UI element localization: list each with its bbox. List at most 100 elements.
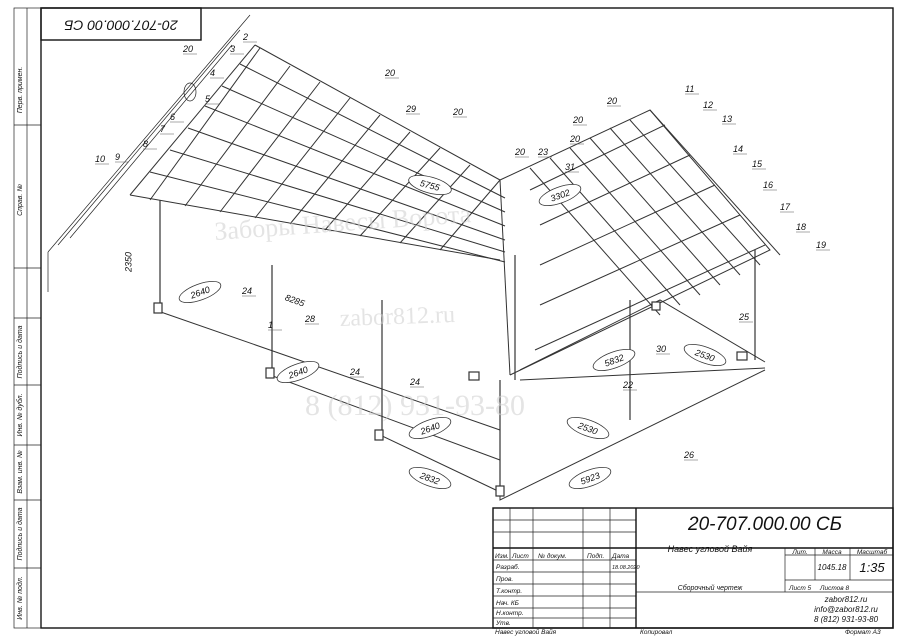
left-strip: Перв. примен. Справ. № Подпись и дата Ин…: [13, 7, 42, 629]
part-number-17: 17: [780, 202, 791, 212]
row-nkontr: Н.контр.: [496, 610, 524, 617]
part-number-7: 7: [160, 124, 166, 134]
drawing-frame: [40, 7, 894, 629]
left-purlins: [149, 63, 506, 263]
part-number-23: 23: [537, 147, 548, 157]
part-number-19: 19: [816, 240, 826, 250]
gable-rafter-left: [129, 44, 256, 196]
part-number-28: 28: [304, 314, 315, 324]
dimension-bubble: [683, 343, 727, 367]
bottom-strip: Навес угловой Вайя Копировал Формат А3: [495, 628, 881, 636]
col-data: Дата: [611, 553, 630, 560]
row-tkontr: Т.контр.: [496, 588, 522, 595]
part-number-20: 20: [569, 134, 580, 144]
strip-vzam-inv: Взам. инв. №: [17, 450, 24, 494]
contact-site: zabor812.ru: [824, 595, 868, 604]
col-podp: Подп.: [587, 552, 604, 560]
part-number-11: 11: [685, 84, 694, 94]
part-number-12: 12: [703, 100, 713, 110]
strip-inv-dubl: Инв. № дубл.: [16, 393, 24, 436]
eave-left-front: [129, 194, 501, 261]
part-number-20: 20: [514, 147, 525, 157]
gable-vent: [183, 82, 197, 102]
sheets-label: Листов 8: [819, 585, 849, 592]
right-purlins: [529, 109, 781, 316]
dimension-3: 2640: [178, 280, 222, 304]
contact-phone: 8 (812) 931-93-80: [814, 615, 879, 624]
dimension-value: 8285: [284, 292, 307, 309]
part-number-18: 18: [796, 222, 806, 232]
valley-beam: [499, 179, 511, 376]
ridge-left: [254, 44, 501, 181]
part-number-20: 20: [182, 44, 193, 54]
part-number-20: 20: [572, 115, 583, 125]
row-utv: Утв.: [495, 620, 511, 627]
dimension-9: 2530: [683, 343, 727, 367]
part-number-3: 3: [230, 44, 235, 54]
part-number-4: 4: [210, 68, 215, 78]
dimension-bubble: [408, 175, 452, 195]
dimension-1: 5755: [408, 175, 452, 195]
dimension-value: 2350: [124, 252, 134, 273]
massa-label: Масса: [822, 549, 842, 556]
massa-value: 1045.18: [818, 563, 847, 572]
dimension-10: 2530: [566, 416, 610, 440]
title-block: 20-707.000.00 СБ Навес угловой Вайя Сбор…: [492, 507, 894, 629]
part-number-30: 30: [656, 344, 666, 354]
strip-perv-primen: Перв. примен.: [17, 67, 24, 114]
col-izm: Изм.: [495, 553, 509, 560]
scale-value: 1:35: [859, 560, 885, 575]
bottom-product-name: Навес угловой Вайя: [495, 628, 557, 636]
part-number-14: 14: [733, 144, 743, 154]
watermark-company: Заборы Навесы Ворота: [213, 199, 472, 246]
dimension-5: 2640: [276, 360, 320, 384]
title-doc-number: 20-707.000.00 СБ: [687, 514, 842, 535]
part-number-20: 20: [384, 68, 395, 78]
dimension-6: 2640: [408, 416, 452, 440]
row-prov: Пров.: [496, 576, 513, 583]
strip-podpis-1: Подпись и дата: [16, 325, 24, 378]
dimension-bubble: [592, 348, 636, 372]
part-number-31: 31: [565, 162, 575, 172]
watermarks: Заборы Навесы Ворота zabor812.ru 8 (812)…: [213, 199, 525, 422]
top-stamp: 20-707.000.00 СБ: [40, 7, 202, 41]
part-number-24: 24: [409, 377, 420, 387]
lit-label: Лит.: [791, 549, 807, 556]
canopy-frame-drawing: [47, 14, 781, 501]
part-number-6: 6: [170, 112, 175, 122]
part-number-20: 20: [606, 96, 617, 106]
part-number-16: 16: [763, 180, 773, 190]
dimension-11: 5832: [592, 348, 636, 372]
contact-email: info@zabor812.ru: [814, 605, 878, 614]
part-number-13: 13: [722, 114, 732, 124]
watermark-site: zabor812.ru: [339, 302, 455, 332]
gable-end-left: [47, 14, 251, 292]
part-number-24: 24: [241, 286, 252, 296]
dimension-bubble: [566, 416, 610, 440]
part-number-5: 5: [205, 94, 211, 104]
part-number-10: 10: [95, 154, 105, 164]
strip-inv-podl: Инв. № подл.: [16, 576, 24, 619]
row-nach-kb: Нач. КБ: [496, 600, 519, 607]
title-product-name: Навес угловой Вайя: [668, 544, 753, 554]
left-rafters: [149, 47, 501, 251]
right-roof-outline: [499, 109, 771, 376]
part-number-9: 9: [115, 152, 120, 162]
title-doc-type: Сборочный чертеж: [678, 584, 744, 592]
part-number-20: 20: [452, 107, 463, 117]
dimension-4: 8285: [284, 292, 307, 309]
dimension-0: 2350: [124, 252, 134, 273]
top-stamp-text: 20-707.000.00 СБ: [64, 17, 178, 33]
right-rafters: [529, 124, 766, 351]
dimension-bubble: [568, 466, 612, 490]
dimension-8: 5923: [568, 466, 612, 490]
part-number-1: 1: [268, 320, 273, 330]
dimension-bubble: [408, 466, 452, 490]
bottom-kopiroval: Копировал: [640, 629, 673, 636]
strip-podpis-2: Подпись и дата: [16, 507, 24, 560]
part-number-26: 26: [683, 450, 694, 460]
col-list: Лист: [511, 553, 529, 560]
part-number-25: 25: [738, 312, 750, 322]
